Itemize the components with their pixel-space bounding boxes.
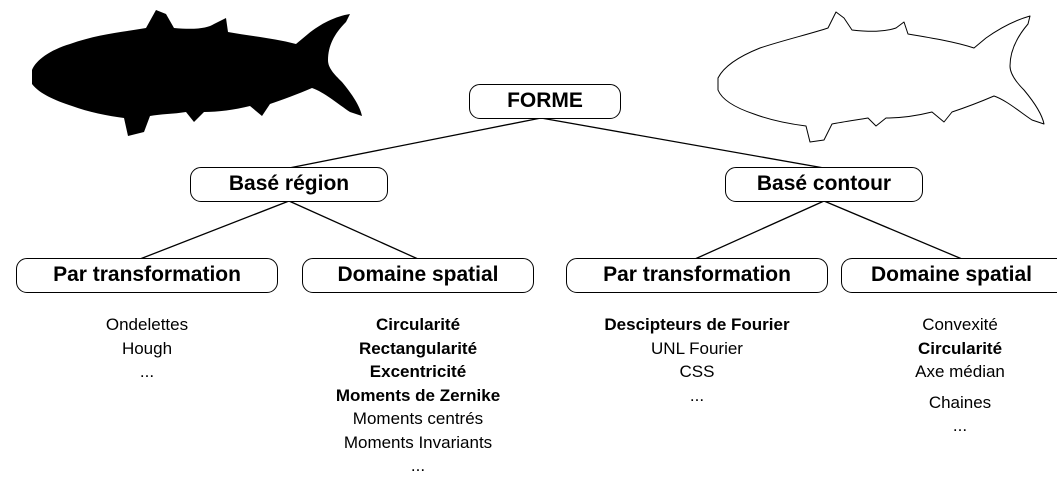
method-item: ... <box>139 362 155 381</box>
method-item: ... <box>952 416 968 435</box>
leaf-node-contour-spatial: Domaine spatial <box>841 258 1057 293</box>
method-item: Circularité <box>917 338 1003 358</box>
method-item: Hough <box>121 338 173 358</box>
filled-fish-silhouette-icon <box>32 10 362 136</box>
leaf-node-region-spatial: Domaine spatial <box>302 258 534 293</box>
branch-node-contour-based: Basé contour <box>725 167 923 202</box>
root-node-forme: FORME <box>469 84 621 119</box>
method-item: Ondelettes <box>105 315 189 334</box>
method-item: Excentricité <box>369 362 467 381</box>
method-item: Moments Invariants <box>343 432 493 452</box>
edge-contour-transform <box>694 200 825 260</box>
edge-region-transform <box>139 200 290 260</box>
method-item: ... <box>410 456 426 475</box>
method-item: Descipteurs de Fourier <box>604 315 790 334</box>
method-item: Moments de Zernike <box>335 385 501 405</box>
method-item: UNL Fourier <box>651 338 743 358</box>
branch-node-region-based: Basé région <box>190 167 388 202</box>
edge-region-spatial <box>288 200 419 260</box>
method-item: CSS <box>679 362 715 381</box>
method-item: Convexité <box>922 315 998 334</box>
fish-outline-contour-icon <box>717 11 1045 143</box>
leaf-node-contour-transform: Par transformation <box>566 258 828 293</box>
method-item: Axe médian <box>915 362 1005 381</box>
method-item: ... <box>689 385 705 405</box>
method-item: Chaines <box>928 392 992 412</box>
leaf-node-region-transform: Par transformation <box>16 258 278 293</box>
method-item: Moments centrés <box>352 409 484 428</box>
method-item: Rectangularité <box>358 338 478 358</box>
edge-contour-spatial <box>823 200 963 260</box>
edge-root-contour <box>540 117 825 169</box>
method-item: Circularité <box>375 315 461 334</box>
edge-root-region <box>288 117 542 169</box>
